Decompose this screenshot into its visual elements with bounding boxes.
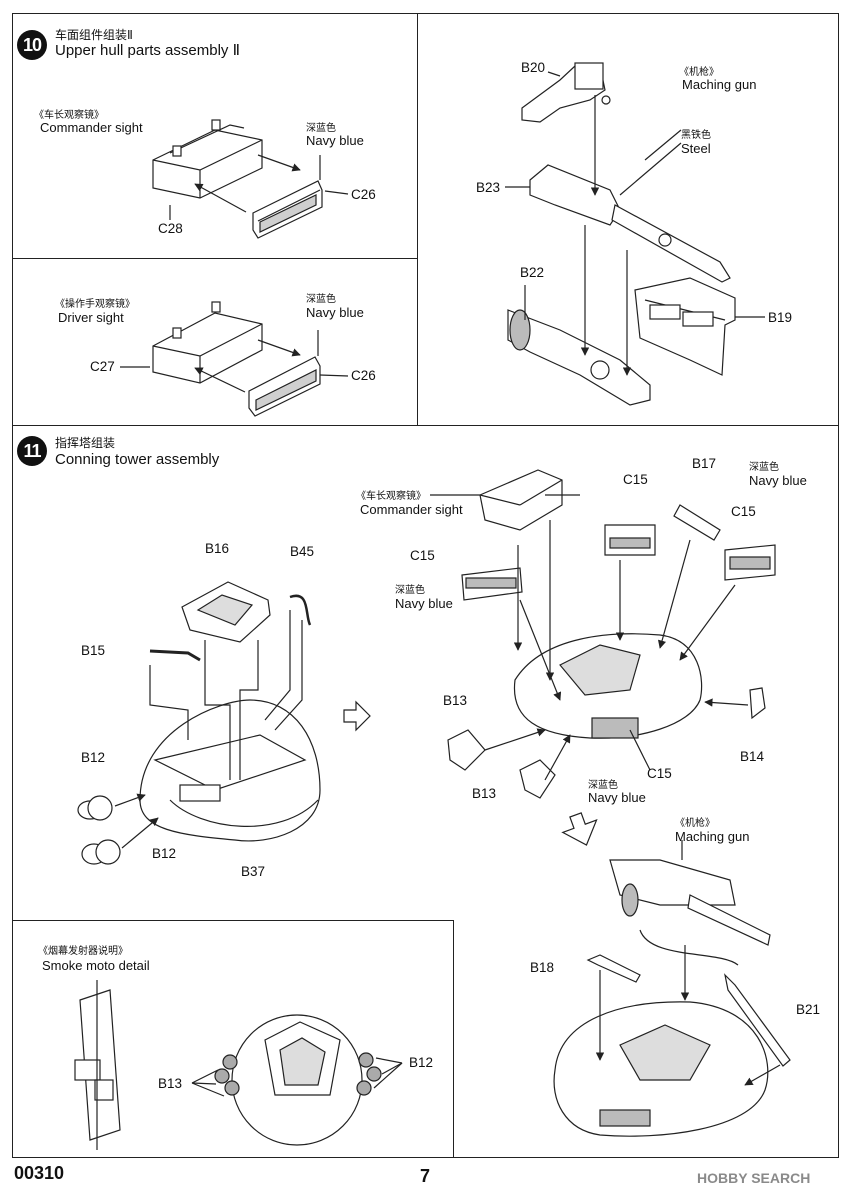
part-b14: B14	[740, 749, 765, 764]
b18-part	[586, 954, 641, 983]
part-b16: B16	[205, 541, 230, 556]
part-b13-smoke: B13	[158, 1076, 183, 1091]
c26b-part	[248, 356, 321, 417]
left-navy-cn: 深蓝色	[395, 585, 425, 596]
step10-title-cn: 车面组件组装Ⅱ	[55, 28, 133, 42]
turret-assembled	[553, 1001, 769, 1137]
b13-left	[447, 729, 486, 771]
part-b13-b: B13	[472, 786, 497, 801]
step11-title-en: Conning tower assembly	[55, 451, 220, 468]
part-b19: B19	[768, 310, 793, 325]
commander-sight-box	[479, 469, 563, 531]
next-stage-arrow	[343, 700, 371, 732]
part-c15-bottom: C15	[647, 766, 672, 781]
part-b17: B17	[692, 456, 717, 471]
driver-color-cn: 深蓝色	[306, 294, 336, 305]
page-number: 7	[420, 1166, 431, 1186]
part-b45: B45	[290, 544, 315, 559]
driver-sight-en: Driver sight	[58, 310, 124, 325]
b14-part	[749, 687, 766, 720]
b16-part	[181, 581, 271, 643]
part-b37: B37	[241, 864, 266, 879]
mg-assembled	[609, 859, 771, 946]
part-b13-a: B13	[443, 693, 468, 708]
part-b12-b: B12	[152, 846, 177, 861]
part-c15-right: C15	[731, 504, 756, 519]
part-b23: B23	[476, 180, 501, 195]
c27-part	[152, 301, 263, 384]
bottom-navy-en: Navy blue	[588, 790, 646, 805]
smoke-top-view	[214, 1014, 382, 1146]
b12-cap-1	[77, 795, 113, 821]
commander-sight-en: Commander sight	[40, 120, 143, 135]
mg-en: Maching gun	[682, 77, 757, 92]
b13-bottom	[519, 759, 556, 799]
steel-cn: 黑铁色	[681, 130, 711, 141]
commander-color-en: Navy blue	[306, 133, 364, 148]
right-navy-en: Navy blue	[749, 473, 807, 488]
b23-part	[529, 164, 731, 283]
smoke-cn: 《烟幕发射器说明》	[38, 946, 128, 957]
part-b18: B18	[530, 960, 555, 975]
mg2-cn: 《机枪》	[675, 818, 715, 829]
c15-left	[461, 567, 523, 601]
part-c26-b: C26	[351, 368, 376, 383]
part-b12-smoke: B12	[409, 1055, 434, 1070]
driver-sight-cn: 《操作手观察镜》	[55, 299, 135, 310]
conning-commander-en: Commander sight	[360, 502, 463, 517]
c28-part	[152, 119, 263, 199]
b22-part	[507, 309, 651, 406]
bottom-navy-cn: 深蓝色	[588, 780, 618, 791]
kit-code: 00310	[14, 1163, 65, 1183]
b12-cap-2	[81, 839, 121, 865]
b17-rod	[673, 504, 721, 541]
part-c27: C27	[90, 359, 115, 374]
conning-commander-cn: 《车长观察镜》	[356, 491, 426, 502]
part-b22: B22	[520, 265, 545, 280]
mg-cn: 《机枪》	[679, 67, 719, 78]
smoke-en: Smoke moto detail	[42, 958, 150, 973]
step11-title-cn: 指挥塔组装	[55, 436, 116, 450]
driver-color-en: Navy blue	[306, 305, 364, 320]
step-10-badge: 10	[17, 30, 47, 60]
smoke-side-view	[74, 980, 121, 1150]
part-c15-top: C15	[623, 472, 648, 487]
c26-part	[252, 180, 323, 239]
part-c15-left: C15	[410, 548, 435, 563]
commander-color-cn: 深蓝色	[306, 123, 336, 134]
step-11-badge: 11	[17, 436, 47, 466]
steel-en: Steel	[681, 141, 711, 156]
c15-right	[724, 544, 776, 581]
part-b12-a: B12	[81, 750, 106, 765]
b19-part	[634, 277, 736, 376]
b20-part	[521, 62, 611, 123]
c15-top	[604, 524, 656, 556]
mg2-en: Maching gun	[675, 829, 750, 844]
part-c28: C28	[158, 221, 183, 236]
part-b21: B21	[796, 1002, 821, 1017]
turret-upper	[513, 633, 703, 739]
part-b20: B20	[521, 60, 546, 75]
commander-sight-cn: 《车长观察镜》	[34, 110, 104, 121]
smoke-detail-panel	[12, 920, 454, 1158]
b21-part	[724, 973, 791, 1067]
part-b15: B15	[81, 643, 106, 658]
down-stage-arrow	[561, 812, 598, 846]
right-navy-cn: 深蓝色	[749, 462, 779, 473]
step10-title-en: Upper hull parts assembly Ⅱ	[55, 42, 240, 59]
watermark: HOBBY SEARCH	[697, 1170, 811, 1186]
left-navy-en: Navy blue	[395, 596, 453, 611]
part-c26-a: C26	[351, 187, 376, 202]
